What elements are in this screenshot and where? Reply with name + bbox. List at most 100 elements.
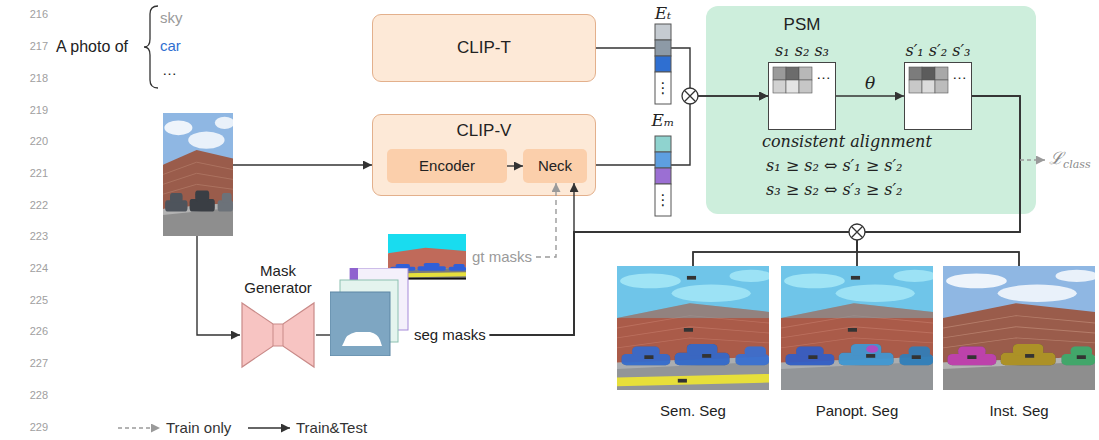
matrix-cell bbox=[909, 67, 922, 80]
matrix-ellipsis: … bbox=[952, 65, 967, 83]
connector bbox=[316, 334, 330, 335]
line-number-slot: 220 bbox=[30, 135, 48, 148]
image-to-encoder-arrow bbox=[233, 164, 372, 165]
class-name-slot: car bbox=[160, 37, 181, 55]
aligned-score-matrix: s′₁ s′₂ s′₃ … bbox=[903, 41, 973, 130]
connector bbox=[836, 95, 904, 96]
instance-output: Inst. Seg bbox=[943, 266, 1095, 420]
line-number: 222 bbox=[30, 199, 48, 212]
matrix-cell bbox=[786, 80, 799, 93]
module-note: s₁ ≥ s₂ ⇔ s′₁ ≥ s′₂ bbox=[766, 156, 903, 175]
line-number: 224 bbox=[30, 262, 48, 275]
legend-text: Train&Test bbox=[296, 419, 367, 437]
matrix-cell bbox=[922, 80, 935, 93]
result-picture bbox=[943, 266, 1095, 390]
line-number-slot: 222 bbox=[30, 199, 48, 212]
neck-block: Neck bbox=[523, 149, 587, 183]
embedding-name: Eₜ bbox=[655, 3, 672, 23]
text-slot: s₁ ≥ s₂ ⇔ s′₁ ≥ s′₂ bbox=[766, 156, 903, 175]
node-label: Panopt. Seg bbox=[781, 402, 933, 420]
line-number-slot: 227 bbox=[30, 357, 48, 370]
connector bbox=[596, 48, 768, 96]
legend-text-slot: Train only bbox=[166, 419, 231, 437]
line-number: 225 bbox=[30, 294, 48, 307]
line-number: 218 bbox=[30, 72, 48, 85]
psm-module: PSM consistent alignment s₁ ≥ s₂ ⇔ s′₁ ≥ s… bbox=[706, 6, 1036, 214]
gt-masks: gt masks bbox=[388, 234, 536, 280]
score-matrix: s₁ s₂ s₃… bbox=[767, 41, 837, 130]
result-picture-use bbox=[617, 266, 769, 390]
text-slot: consistent alignment bbox=[762, 132, 932, 151]
embedding-cell bbox=[655, 24, 671, 40]
line-number-slot: 223 bbox=[30, 230, 48, 243]
line-number: 226 bbox=[30, 325, 48, 338]
line-number: 220 bbox=[30, 135, 48, 148]
class-ellipsis-slot: … bbox=[162, 61, 177, 79]
matrix-cell bbox=[909, 80, 922, 93]
legend-dashed-sample bbox=[118, 427, 160, 428]
result-picture-use bbox=[943, 266, 1095, 390]
vector-ellipsis: ⋮ bbox=[656, 79, 671, 97]
class-ellipsis: … bbox=[162, 61, 177, 79]
multiply-symbol bbox=[849, 224, 865, 240]
prompt-text: A photo of bbox=[56, 37, 128, 56]
subscript: class bbox=[1063, 158, 1091, 171]
node-label: Neck bbox=[538, 157, 572, 175]
vector-ellipsis-slot: ⋮ bbox=[656, 191, 671, 209]
embedding-name: Eₘ bbox=[652, 110, 675, 130]
module-note: consistent alignment bbox=[762, 132, 932, 151]
matrix-cell bbox=[799, 80, 812, 93]
module-heading: PSM bbox=[784, 15, 821, 35]
image-encoder-box: CLIP-VEncoderNeck bbox=[372, 114, 596, 196]
node-label: Encoder bbox=[419, 157, 475, 175]
embedding-name-slot: Eₜ bbox=[655, 3, 672, 23]
edge-label-slot: θ bbox=[865, 73, 875, 93]
matrix-grid: … bbox=[768, 62, 836, 130]
node-label: Inst. Seg bbox=[943, 402, 1095, 420]
connector bbox=[857, 96, 1020, 266]
embedding-cell bbox=[655, 40, 671, 56]
line-number-slot: 217 bbox=[30, 40, 48, 53]
matrix-heading: s′₁ s′₂ s′₃ bbox=[903, 41, 973, 60]
embedding-cell bbox=[655, 72, 671, 104]
embedding-name-slot: Eₘ bbox=[652, 110, 675, 130]
class-name: sky bbox=[160, 9, 183, 27]
line-number-slot: 226 bbox=[30, 325, 48, 338]
panoptic-output: Panopt. Seg bbox=[781, 266, 933, 420]
result-picture-use bbox=[781, 266, 933, 390]
legend-text: Train only bbox=[166, 419, 231, 437]
embedding-cell bbox=[655, 168, 671, 184]
line-number: 221 bbox=[30, 167, 48, 180]
matrix-ellipsis: … bbox=[816, 65, 831, 83]
connector bbox=[693, 96, 1020, 266]
connector bbox=[536, 183, 556, 257]
loss-name: ℒclass bbox=[1049, 148, 1091, 171]
line-number-slot: 221 bbox=[30, 167, 48, 180]
prompt-text-slot: A photo of bbox=[56, 37, 128, 56]
embedding-cell bbox=[655, 136, 671, 152]
embedding-cell bbox=[655, 56, 671, 72]
matrix-cell bbox=[799, 67, 812, 80]
matrix-cell bbox=[773, 67, 786, 80]
curly-brace bbox=[144, 6, 158, 88]
matrix-cell bbox=[773, 80, 786, 93]
node-label: seg masks bbox=[414, 268, 486, 344]
encoder-block: Encoder bbox=[387, 149, 507, 183]
seg-masks: seg masks bbox=[330, 268, 490, 356]
legend-text-slot: Train&Test bbox=[296, 419, 367, 437]
embedding-cell bbox=[655, 184, 671, 216]
ellipsis-slot: … bbox=[816, 65, 831, 83]
line-number: 223 bbox=[30, 230, 48, 243]
matrix-cell bbox=[935, 80, 948, 93]
loss-arrow bbox=[1020, 159, 1045, 160]
matrix-grid: … bbox=[904, 62, 972, 130]
multiply-symbol bbox=[682, 88, 698, 104]
edge-label: θ bbox=[865, 73, 875, 93]
connector bbox=[490, 232, 857, 335]
mask-generator: Mask Generator bbox=[240, 262, 316, 370]
line-number: 227 bbox=[30, 357, 48, 370]
connector bbox=[490, 183, 574, 335]
matrix-cell bbox=[922, 67, 935, 80]
line-number-slot: 216 bbox=[30, 8, 48, 21]
line-number-slot: 225 bbox=[30, 294, 48, 307]
